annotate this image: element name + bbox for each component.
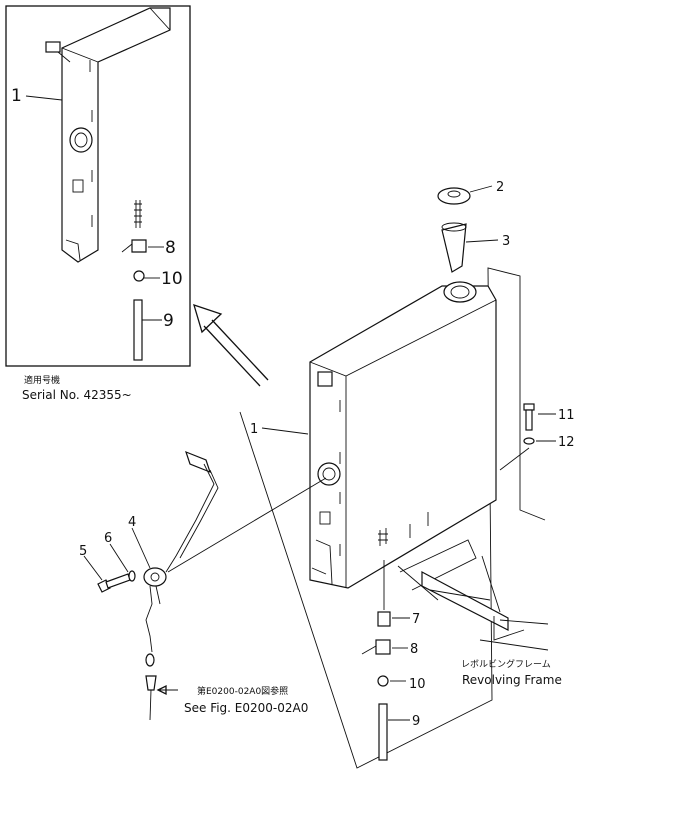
frame-label-jp: レボルビングフレーム — [461, 658, 551, 670]
inset-panel: 1 8 10 9 — [5, 5, 191, 367]
callout-adapter: 7 — [412, 612, 420, 627]
inset-callout-elbow: 8 — [165, 238, 176, 258]
inset-tank — [45, 7, 171, 263]
drain-plug — [377, 675, 389, 687]
callout-mount-bolt: 11 — [558, 408, 575, 423]
inset-serial-en: Serial No. 42355~ — [22, 388, 132, 402]
inset-serial-jp: 適用号機 — [24, 374, 60, 386]
callout-mount-washer: 12 — [558, 435, 575, 450]
adapter — [377, 611, 391, 627]
callout-strainer: 3 — [502, 234, 510, 249]
see-fig-jp: 第E0200-02A0図参照 — [197, 685, 288, 697]
strainer — [441, 222, 467, 273]
callout-drain-pipe: 9 — [412, 714, 420, 729]
callout-cap: 2 — [496, 180, 504, 195]
callout-gauge: 4 — [128, 515, 136, 530]
inset-callout-tank: 1 — [11, 86, 22, 106]
inset-callout-drain-pipe: 9 — [163, 311, 174, 331]
gauge-washer — [128, 570, 136, 582]
inset-callout-plug: 10 — [161, 269, 183, 289]
inset-pointer-arrow — [193, 303, 269, 387]
filler-cap — [437, 187, 471, 205]
frame-label-en: Revolving Frame — [462, 673, 562, 687]
fuel-gauge — [143, 450, 327, 721]
fuel-tank — [309, 281, 497, 589]
callout-plug: 10 — [409, 677, 426, 692]
drain-pipe — [378, 703, 388, 761]
mount-bolt — [523, 403, 535, 431]
mount-washer — [523, 437, 535, 445]
callout-tank: 1 — [250, 422, 258, 437]
drain-elbow — [361, 639, 391, 655]
callout-drain-elbow: 8 — [410, 642, 418, 657]
see-fig-en: See Fig. E0200-02A0 — [184, 701, 308, 715]
inset-drain-parts — [121, 200, 147, 361]
callout-washer: 6 — [104, 531, 112, 546]
callout-bolt: 5 — [79, 544, 87, 559]
gauge-bolt — [97, 573, 131, 593]
revolving-frame — [397, 539, 549, 651]
assembly-outline — [239, 267, 546, 769]
